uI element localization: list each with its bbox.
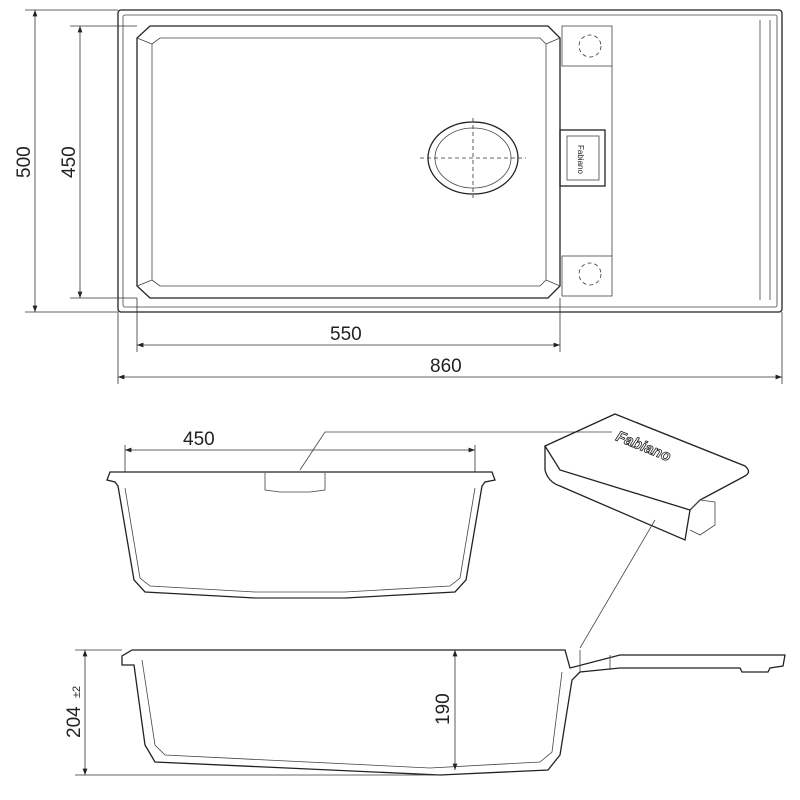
top-dimensions: 500 450 550 860 — [14, 9, 783, 384]
dim-550: 550 — [330, 324, 362, 345]
dim-450-front: 450 — [183, 429, 215, 450]
dim-500: 500 — [14, 146, 35, 178]
top-view: Fabiano — [117, 9, 783, 313]
dim-450: 450 — [59, 146, 80, 178]
dim-860: 860 — [430, 356, 462, 377]
soap-holder-accessory: Fabiano — [544, 413, 750, 649]
dim-190: 190 — [433, 693, 454, 725]
side-section: 204 ±2 190 — [64, 649, 786, 776]
svg-text:Fabiano: Fabiano — [576, 145, 585, 174]
front-section: 450 — [106, 429, 612, 599]
dim-tolerance: ±2 — [71, 686, 83, 698]
dim-204: 204 — [64, 706, 85, 738]
